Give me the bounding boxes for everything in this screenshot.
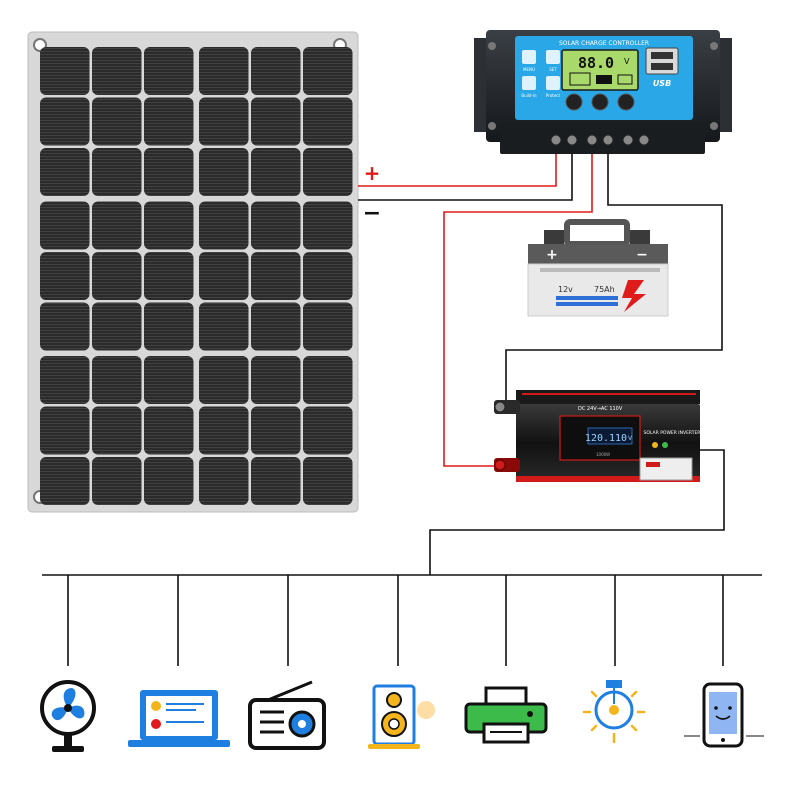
solar-cell — [40, 201, 90, 250]
battery-capacity: 75Ah — [594, 285, 615, 294]
solar-cell — [144, 457, 194, 505]
solar-cell — [144, 201, 194, 250]
solar-cell — [251, 457, 301, 505]
solar-cell — [40, 47, 90, 95]
controller-terminals — [550, 134, 650, 146]
inverter-lcd — [587, 427, 633, 445]
solar-cell — [92, 356, 142, 404]
battery-negative-sign: − — [636, 247, 648, 263]
inverter-lcd-unit: V — [628, 435, 633, 442]
solar-cell — [199, 356, 249, 404]
usb-label: USB — [653, 79, 671, 88]
solar-cell — [251, 148, 301, 196]
bulb-icon — [582, 680, 646, 744]
inverter-lcd-value: 120.110 — [585, 433, 627, 444]
solar-cell — [144, 302, 194, 351]
solar-cell — [144, 406, 194, 455]
solar-cell — [92, 148, 142, 196]
solar-cell — [92, 302, 142, 351]
solar-cell — [144, 47, 194, 95]
solar-cell — [92, 406, 142, 455]
battery-positive-sign: + — [546, 247, 558, 263]
solar-cell — [92, 97, 142, 146]
solar-cell — [199, 97, 249, 146]
solar-cell — [303, 252, 353, 300]
solar-cell — [303, 302, 353, 351]
speaker-icon — [368, 684, 435, 749]
solar-cell — [199, 252, 249, 300]
solar-panel — [27, 31, 359, 513]
radio-icon — [248, 680, 326, 750]
solar-cell — [199, 201, 249, 250]
solar-cell — [251, 47, 301, 95]
solar-cell — [92, 201, 142, 250]
inverter-top-label: DC 24V→AC 110V — [578, 406, 623, 412]
solar-cell — [144, 252, 194, 300]
controller-build-in-label: Build-in — [521, 93, 537, 98]
solar-cell — [303, 457, 353, 505]
wiring — [42, 152, 762, 666]
controller-protect-label: Protect — [546, 93, 561, 98]
solar-cell — [199, 457, 249, 505]
solar-cell — [199, 148, 249, 196]
charge-controller: SOLAR CHARGE CONTROLLER 88.0 V MENU SET … — [474, 30, 732, 154]
printer-icon — [464, 686, 548, 744]
solar-cell — [303, 406, 353, 455]
solar-cell — [251, 302, 301, 351]
controller-set-label: SET — [549, 67, 557, 72]
solar-cell — [92, 252, 142, 300]
negative-sign: − — [363, 201, 381, 226]
solar-cell — [303, 148, 353, 196]
controller-button-right[interactable] — [617, 93, 635, 111]
solar-cell — [199, 406, 249, 455]
solar-cell — [251, 406, 301, 455]
controller-button-left[interactable] — [565, 93, 583, 111]
solar-cell — [40, 302, 90, 351]
solar-cell — [40, 148, 90, 196]
solar-cell — [251, 97, 301, 146]
controller-lcd-unit: V — [624, 57, 630, 66]
solar-cell — [144, 356, 194, 404]
inverter-power-label: 1000W — [596, 452, 610, 457]
solar-cell — [251, 201, 301, 250]
solar-cell — [144, 97, 194, 146]
usb-ports[interactable] — [645, 47, 679, 75]
solar-cell — [40, 406, 90, 455]
controller-menu-label: MENU — [523, 67, 535, 72]
solar-cell — [303, 47, 353, 95]
inverter: DC 24V→AC 110V 120.110 V 1000W SOLAR POW… — [494, 390, 700, 482]
inverter-negative-terminal — [494, 401, 506, 413]
panel-cells — [40, 47, 353, 505]
solar-cell — [92, 47, 142, 95]
solar-cell — [144, 148, 194, 196]
inverter-brand: SOLAR POWER INVERTER — [644, 430, 701, 436]
solar-cell — [303, 356, 353, 404]
controller-title: SOLAR CHARGE CONTROLLER — [559, 40, 649, 47]
battery: + − 12v 75Ah — [527, 219, 669, 317]
phone-icon — [684, 682, 764, 748]
solar-cell — [40, 457, 90, 505]
solar-cell — [199, 47, 249, 95]
controller-lcd-value: 88.0 — [578, 54, 614, 72]
solar-cell — [199, 302, 249, 351]
inverter-positive-terminal — [494, 459, 506, 471]
battery-voltage: 12v — [558, 285, 573, 294]
controller-lcd — [561, 49, 639, 91]
positive-sign: + — [364, 161, 381, 185]
solar-cell — [92, 457, 142, 505]
solar-cell — [40, 97, 90, 146]
laptop-icon — [128, 690, 230, 747]
solar-cell — [303, 201, 353, 250]
controller-button-middle[interactable] — [591, 93, 609, 111]
solar-cell — [40, 252, 90, 300]
solar-cell — [40, 356, 90, 404]
fan-icon — [40, 680, 96, 752]
solar-cell — [251, 252, 301, 300]
solar-cell — [251, 356, 301, 404]
solar-cell — [303, 97, 353, 146]
